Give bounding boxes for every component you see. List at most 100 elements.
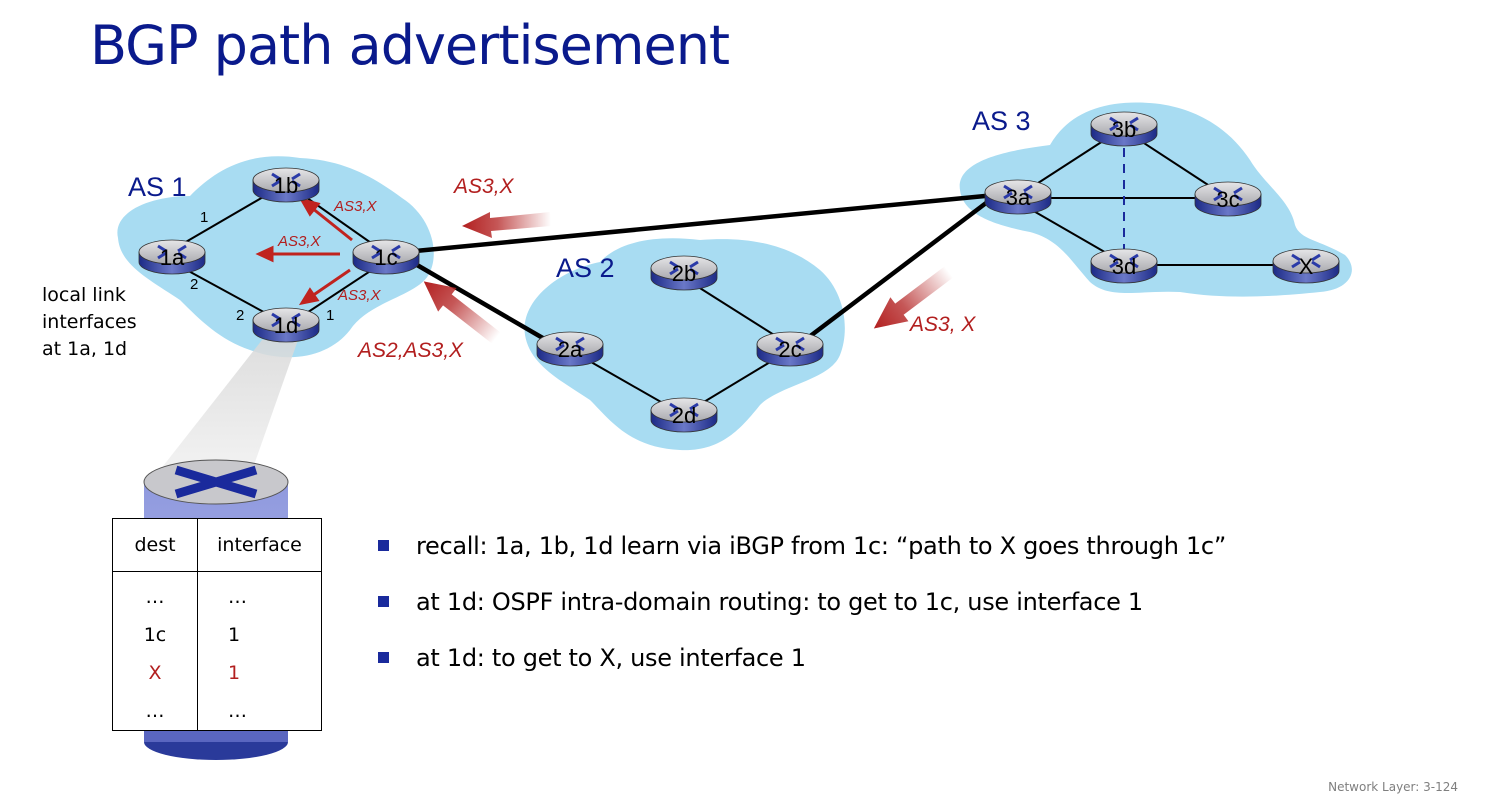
local-interfaces-note: local link interfaces at 1a, 1d (42, 282, 137, 363)
adv-label-1b: AS3,X (333, 198, 378, 215)
router-1d: 1d (252, 307, 320, 343)
adv-label-1d: AS3,X (337, 287, 382, 304)
cell-dest: 1c (112, 616, 198, 654)
router-label: 1d (274, 313, 298, 338)
router-label: 3d (1112, 254, 1136, 279)
as3-cloud (959, 102, 1352, 297)
routers: 1a 1b 1c 1d 2a 2b 2c 2d 3a 3b 3c 3d X (138, 111, 1340, 433)
cell-dest: … (112, 692, 198, 731)
bullet-list: recall: 1a, 1b, 1d learn via iBGP from 1… (378, 524, 1226, 692)
router-2c: 2c (756, 331, 824, 367)
as3-label: AS 3 (972, 106, 1031, 136)
bullet-square-icon (378, 596, 389, 607)
forwarding-table: dest interface … … 1c 1 X 1 … … (112, 518, 322, 731)
adv-label-ebgp-1c: AS3,X (452, 175, 515, 198)
router-1c: 1c (352, 239, 420, 275)
router-label: 2a (558, 337, 583, 362)
arrow-head-1a (255, 245, 274, 263)
router-icon (1213, 186, 1243, 202)
bullet-square-icon (378, 540, 389, 551)
adv-label-1a: AS3,X (277, 233, 322, 250)
as1-label: AS 1 (128, 172, 187, 202)
port-1a-2: 2 (190, 276, 198, 293)
link-1c-2a (403, 256, 562, 350)
router-icon (555, 336, 585, 352)
bullet-item: at 1d: OSPF intra-domain routing: to get… (378, 580, 1226, 636)
header-dest: dest (112, 518, 198, 572)
router-label: 2b (672, 261, 696, 286)
as2-cloud (524, 238, 845, 451)
cell-dest: … (112, 571, 198, 616)
table-row: … … (112, 692, 322, 731)
router-2a: 2a (536, 331, 604, 367)
ebgp-arrow-3a-to-2c (873, 266, 954, 329)
bullet-text: at 1d: to get to X, use interface 1 (416, 644, 806, 672)
router-icon (157, 244, 187, 260)
router-1a: 1a (138, 239, 206, 275)
router-icon (1003, 184, 1033, 200)
router-1b: 1b (252, 167, 320, 203)
bullet-square-icon (378, 652, 389, 663)
note-line: local link (42, 284, 126, 306)
bullet-text: recall: 1a, 1b, 1d learn via iBGP from 1… (416, 532, 1226, 560)
router-icon (669, 260, 699, 276)
slide-title: BGP path advertisement (90, 14, 730, 77)
ibgp-arrows (255, 197, 353, 306)
zoom-beam (160, 340, 298, 482)
inter-links (403, 193, 992, 350)
router-3b: 3b (1090, 111, 1158, 147)
as2-label: AS 2 (556, 253, 615, 283)
cell-interface: 1 (228, 624, 241, 646)
router-icon (1109, 253, 1139, 269)
router-3a: 3a (984, 179, 1052, 215)
router-label: 1a (160, 245, 185, 270)
header-interface: interface (197, 518, 322, 572)
ebgp-arrow-2a-to-1c (423, 281, 501, 344)
router-icon (669, 402, 699, 418)
slide-footer: Network Layer: 3-124 (1328, 780, 1458, 794)
table-row: 1c 1 (112, 616, 322, 654)
port-1a-1: 1 (200, 209, 208, 226)
router-label: 3a (1006, 185, 1031, 210)
router-label: X (1299, 254, 1314, 279)
adv-label-ebgp-2a: AS2,AS3,X (356, 339, 464, 362)
adv-label-ebgp-2c: AS3, X (908, 313, 976, 336)
table-header-row: dest interface (112, 518, 322, 572)
router-icon (775, 336, 805, 352)
link-1c-3a (404, 193, 986, 255)
arrow-head-1d (298, 287, 320, 306)
router-icon (1109, 116, 1139, 132)
port-1d-2: 2 (236, 307, 244, 324)
arrow-head-1b (298, 197, 321, 217)
note-line: at 1a, 1d (42, 338, 128, 360)
router-label: 3b (1112, 117, 1136, 142)
router-3c: 3c (1194, 181, 1262, 217)
note-line: interfaces (42, 311, 137, 333)
bullet-item: at 1d: to get to X, use interface 1 (378, 636, 1226, 692)
bullet-text: at 1d: OSPF intra-domain routing: to get… (416, 588, 1143, 616)
arrow-1c-to-1b (311, 206, 353, 242)
router-2d: 2d (650, 397, 718, 433)
cell-interface: … (228, 586, 247, 608)
router-icon (1291, 253, 1321, 269)
router-label: 2c (778, 337, 801, 362)
router-2b: 2b (650, 255, 718, 291)
router-label: 1b (274, 173, 298, 198)
router-icon (371, 244, 401, 260)
router-label: 1c (374, 245, 397, 270)
link-2c-3a (803, 198, 992, 342)
router-label: 2d (672, 403, 696, 428)
router-label: 3c (1216, 187, 1239, 212)
router-icon (271, 172, 301, 188)
router-icon (271, 312, 301, 328)
as1-cloud (117, 156, 434, 358)
router-X: X (1272, 248, 1340, 284)
router-3d: 3d (1090, 248, 1158, 284)
table-row: … … (112, 571, 322, 616)
port-1d-1: 1 (326, 307, 334, 324)
bullet-item: recall: 1a, 1b, 1d learn via iBGP from 1… (378, 524, 1226, 580)
router-cross-icon (174, 465, 258, 499)
cell-dest: X (112, 654, 198, 692)
cell-interface: … (228, 700, 247, 722)
ebgp-arrow-3a-to-1c (462, 212, 551, 238)
